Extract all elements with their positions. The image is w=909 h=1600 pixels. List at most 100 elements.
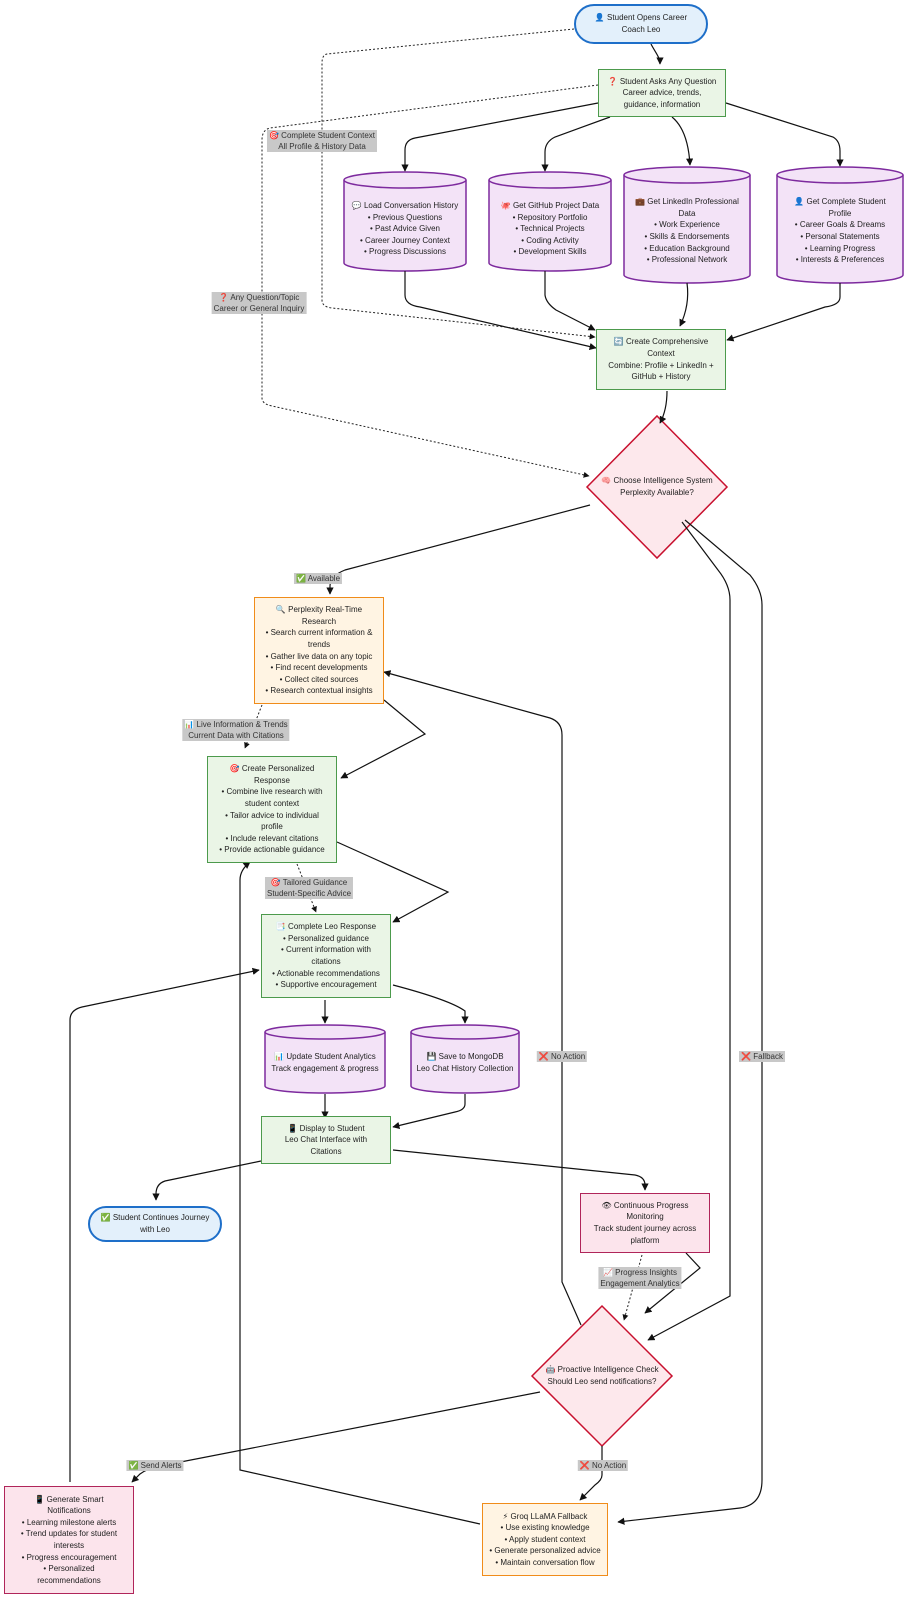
node-profile-line-3: • Career Goals & Dreams — [794, 220, 886, 230]
diamond-choose — [585, 414, 729, 560]
node-context-line-1: 🔄 Create Comprehensive — [613, 337, 709, 347]
node-analytics-line-2: Track engagement & progress — [271, 1064, 379, 1073]
node-display-line-3: Citations — [310, 1146, 342, 1156]
node-ask-line-3: guidance, information — [623, 99, 701, 109]
node-profile-line-6: • Interests & Preferences — [795, 255, 885, 265]
edge-label-any-question-line-2: Career or General Inquiry — [213, 304, 305, 313]
node-personal-line-7: • Include relevant citations — [225, 833, 319, 843]
node-display: 📱 Display to Student Leo Chat Interface … — [261, 1116, 391, 1164]
edge-label-progress-line-2: Engagement Analytics — [600, 1279, 680, 1288]
node-groq-line-3: • Apply student context — [504, 1534, 586, 1544]
node-choose-line-1: 🧠 Choose Intelligence System — [601, 476, 713, 486]
node-proactive: 🤖 Proactive Intelligence Check Should Le… — [522, 1359, 682, 1393]
edge-ask-linkedin — [671, 116, 694, 166]
node-personal-line-5: • Tailor advice to individual — [225, 810, 319, 820]
node-github-line-4: • Coding Activity — [521, 235, 579, 245]
node-github-line-2: • Repository Portfolio — [512, 212, 588, 222]
node-personal-line-4: student context — [244, 798, 300, 808]
node-complete-line-4: citations — [311, 957, 341, 966]
edge-label-tailored: 🎯 Tailored Guidance Student-Specific Adv… — [264, 877, 354, 899]
edge-label-complete-context: 🎯 Complete Student Context All Profile &… — [266, 130, 378, 152]
node-analytics-line-1: 📊 Update Student Analytics — [274, 1052, 376, 1062]
cylinder-analytics — [264, 1024, 386, 1094]
cylinder-mongo — [410, 1024, 520, 1094]
edge-label-live-info-line-2: Current Data with Citations — [188, 731, 284, 740]
node-complete-line-1: 📑 Complete Leo Response — [275, 922, 377, 932]
node-linkedin-line-1: 💼 Get LinkedIn Professional — [635, 197, 739, 207]
node-smart-line-8: recommendations — [37, 1575, 101, 1585]
node-monitor-line-1: 👁 Continuous Progress — [601, 1200, 689, 1210]
edge-label-any-question: ❓ Any Question/Topic Career or General I… — [211, 292, 307, 314]
edge-ask-choose-dotted — [261, 84, 599, 478]
node-context-line-3: Combine: Profile + LinkedIn + — [608, 360, 714, 370]
node-mongo: 💾 Save to MongoDB Leo Chat History Colle… — [411, 1042, 519, 1084]
edge-label-tailored-line-2: Student-Specific Advice — [266, 889, 352, 898]
edge-label-complete-context-line-2: All Profile & History Data — [278, 142, 366, 151]
node-analytics: 📊 Update Student Analytics Track engagem… — [265, 1042, 385, 1084]
node-conv-line-3: • Past Advice Given — [370, 224, 440, 234]
edge-smart-complete — [69, 967, 260, 1482]
edge-label-complete-context-line-1: 🎯 Complete Student Context — [268, 131, 376, 140]
node-personal-line-6: profile — [261, 822, 283, 832]
node-conv-line-4: • Career Journey Context — [360, 235, 450, 245]
node-github-line-3: • Technical Projects — [515, 224, 585, 234]
node-perplexity-line-6: • Find recent developments — [270, 663, 368, 673]
edge-label-progress-line-1: 📈 Progress Insights — [602, 1268, 677, 1277]
node-smart-line-3: • Learning milestone alerts — [21, 1517, 117, 1527]
node-continues-line-2: with Leo — [140, 1225, 170, 1234]
node-smart: 📱 Generate Smart Notifications • Learnin… — [4, 1486, 134, 1594]
edge-label-no-action-1-line-1: ❌ No Action — [538, 1052, 586, 1061]
node-monitor-line-4: platform — [630, 1235, 660, 1245]
node-profile-line-1: 👤 Get Complete Student — [794, 197, 886, 207]
node-choose: 🧠 Choose Intelligence System Perplexity … — [577, 470, 737, 504]
node-profile-line-2: Profile — [828, 208, 852, 218]
node-start-line-1: 👤 Student Opens Career — [594, 13, 688, 23]
node-linkedin-line-3: • Work Experience — [654, 220, 720, 230]
node-github: 🐙 Get GitHub Project Data • Repository P… — [489, 190, 611, 268]
edge-context-choose — [659, 390, 668, 424]
node-monitor-line-3: Track student journey across — [593, 1224, 697, 1233]
node-context: 🔄 Create Comprehensive Context Combine: … — [596, 329, 726, 390]
node-start: 👤 Student Opens Career Coach Leo — [574, 4, 708, 44]
edge-label-no-action-2: ❌ No Action — [577, 1460, 629, 1471]
edge-display-monitor — [392, 1149, 649, 1191]
node-conv-line-5: • Progress Discussions — [364, 247, 446, 257]
node-context-line-2: Context — [647, 348, 675, 358]
node-profile-line-5: • Learning Progress — [804, 243, 876, 253]
node-personal-line-3: • Combine live research with — [221, 787, 323, 797]
node-complete-line-6: • Supportive encouragement — [275, 980, 377, 990]
edge-proactive-smart — [131, 1391, 541, 1483]
edge-label-no-action-2-line-1: ❌ No Action — [579, 1461, 627, 1470]
node-github-line-5: • Development Skills — [513, 247, 587, 257]
edge-linkedin-context — [679, 282, 689, 327]
node-profile-line-4: • Personal Statements — [800, 232, 880, 241]
node-display-line-1: 📱 Display to Student — [287, 1123, 365, 1133]
node-proactive-line-1: 🤖 Proactive Intelligence Check — [545, 1365, 659, 1375]
node-perplexity-line-1: 🔍 Perplexity Real-Time — [275, 605, 363, 615]
node-ask: ❓ Student Asks Any Question Career advic… — [598, 69, 726, 117]
node-groq-line-4: • Generate personalized advice — [489, 1546, 601, 1556]
node-linkedin-line-4: • Skills & Endorsements — [644, 232, 730, 241]
edge-groq-personal — [239, 861, 481, 1525]
node-choose-line-2: Perplexity Available? — [620, 488, 694, 497]
edge-monitor-proactive — [644, 1252, 701, 1314]
edge-label-fallback: ❌ Fallback — [739, 1051, 785, 1062]
node-perplexity-line-7: • Collect cited sources — [279, 674, 359, 684]
node-perplexity-line-5: • Gather live data on any topic — [265, 651, 373, 661]
node-complete: 📑 Complete Leo Response • Personalized g… — [261, 914, 391, 998]
node-perplexity-line-4: trends — [307, 639, 331, 649]
node-complete-line-2: • Personalized guidance — [283, 933, 369, 943]
edges — [69, 43, 844, 1525]
edge-mongo-display — [392, 1094, 466, 1129]
node-smart-line-7: • Personalized — [43, 1564, 95, 1574]
cylinder-github — [488, 171, 612, 272]
edge-label-no-action-1: ❌ No Action — [536, 1051, 588, 1062]
node-conv-line-2: • Previous Questions — [367, 212, 443, 222]
node-perplexity: 🔍 Perplexity Real-Time Research • Search… — [254, 597, 384, 704]
edge-perplexity-personal — [340, 699, 427, 779]
node-ask-line-2: Career advice, trends, — [622, 88, 702, 98]
edge-label-available-line-1: ✅ Available — [295, 574, 341, 583]
edge-ask-github — [541, 116, 611, 172]
node-smart-line-6: • Progress encouragement — [21, 1552, 117, 1562]
node-mongo-line-2: Leo Chat History Collection — [416, 1064, 514, 1073]
